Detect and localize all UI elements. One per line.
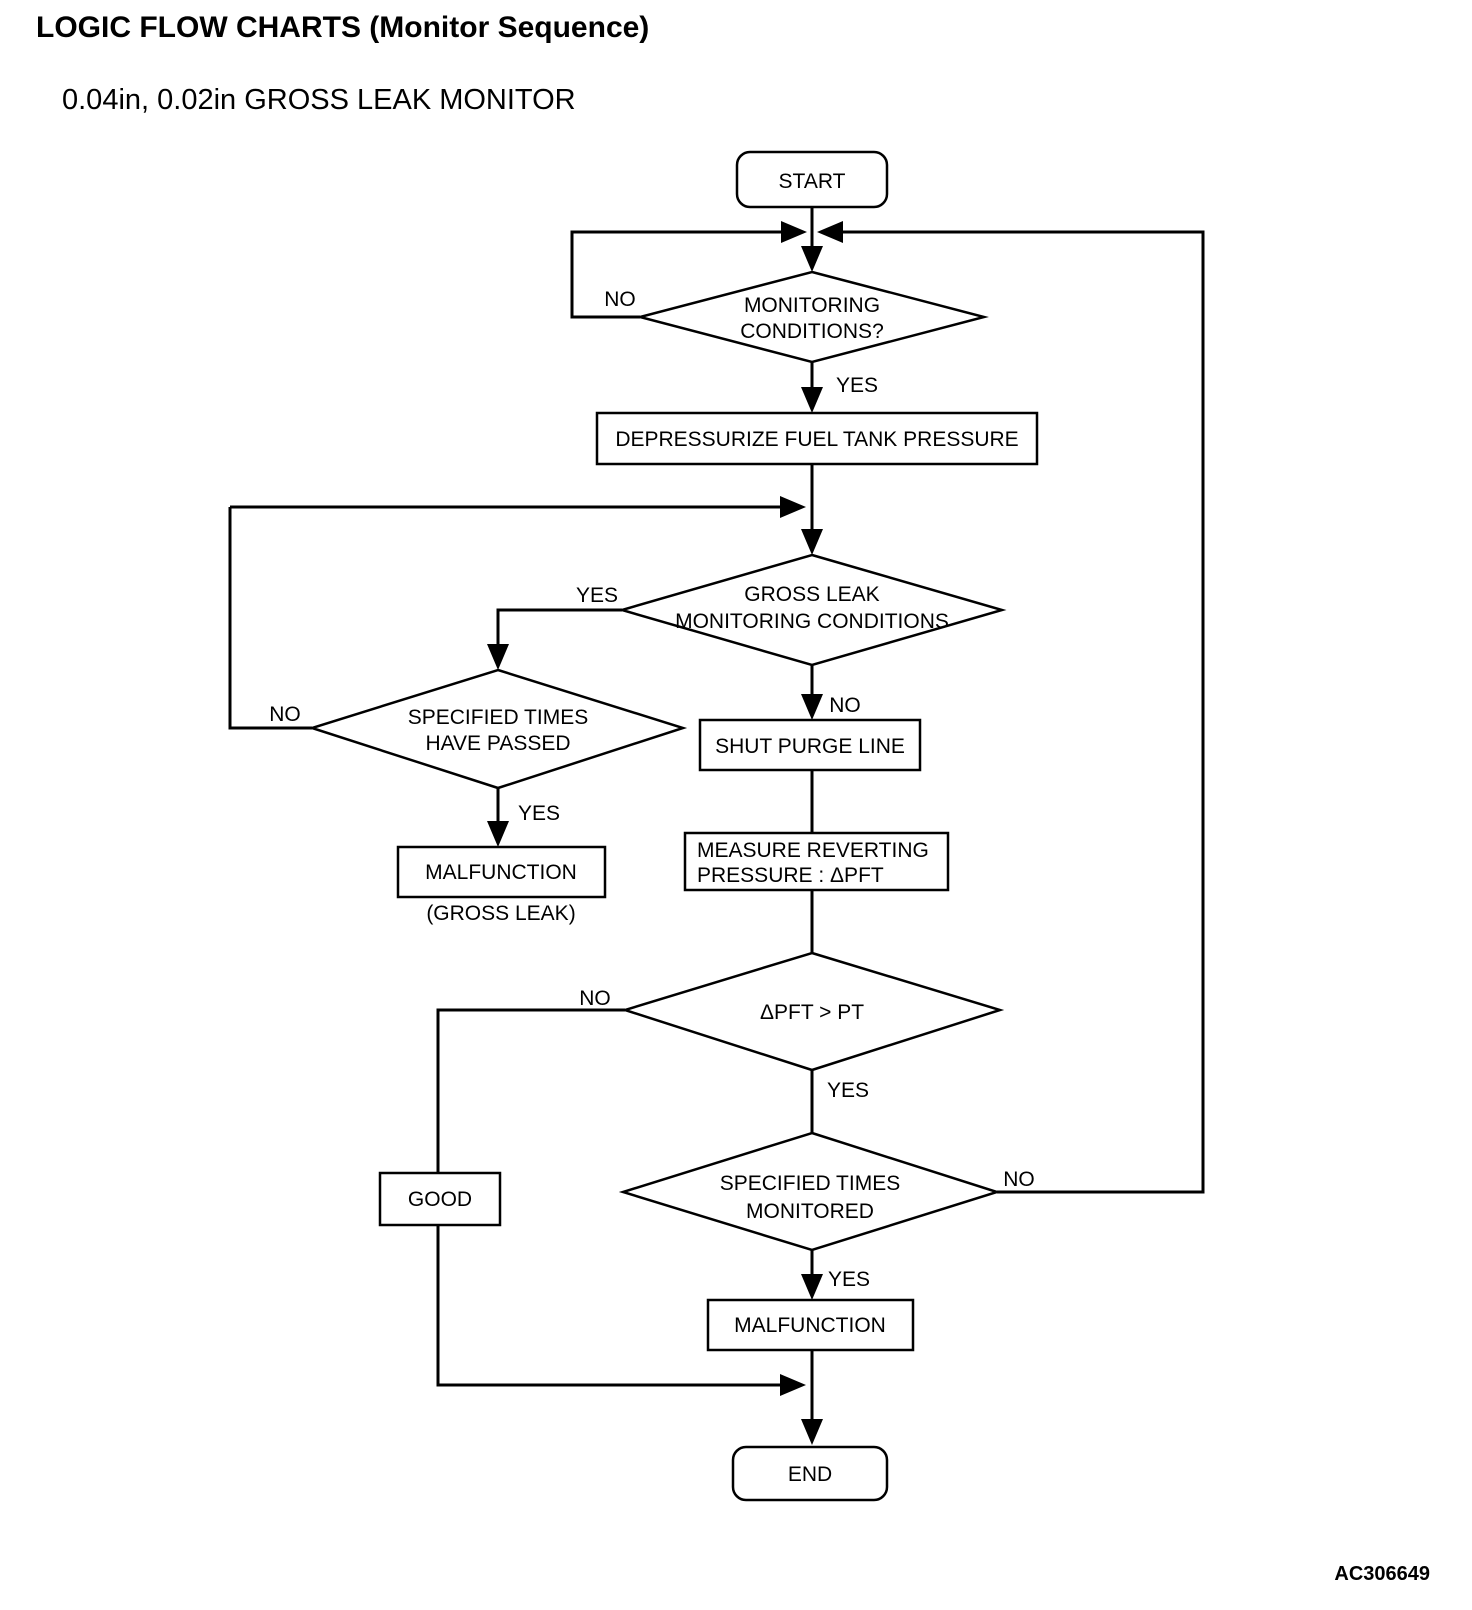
- gross-leak-conditions-line2: MONITORING CONDITIONS: [675, 610, 949, 633]
- edge-label-monitoring-no: NO: [604, 288, 636, 311]
- measure-reverting-pressure-line2: PRESSURE : ΔPFT: [697, 864, 884, 887]
- edge-label-dpft-yes: YES: [827, 1079, 869, 1102]
- delta-pft-gt-pt-label: ΔPFT > PT: [760, 1001, 864, 1024]
- specified-times-passed-line1: SPECIFIED TIMES: [408, 706, 588, 729]
- specified-times-monitored-line1: SPECIFIED TIMES: [720, 1172, 900, 1195]
- shut-purge-line-label: SHUT PURGE LINE: [715, 735, 905, 758]
- flow-edges: [228, 207, 1205, 1419]
- page-subtitle: 0.04in, 0.02in GROSS LEAK MONITOR: [62, 84, 576, 116]
- end-label: END: [788, 1463, 832, 1486]
- arrowhead-into-gross-leak-decision: [801, 529, 823, 555]
- node-shut-purge-line: SHUT PURGE LINE: [698, 718, 922, 772]
- malfunction-gross-leak-caption: (GROSS LEAK): [426, 902, 575, 925]
- edge-monitored-no-return: [843, 230, 1205, 1194]
- malfunction-gross-leak-shape: [396, 845, 607, 899]
- arrowhead-into-malfunction-gross-leak: [487, 821, 509, 847]
- edge-label-gross-leak-yes: YES: [576, 584, 618, 607]
- good-shape: [378, 1171, 502, 1227]
- edge-label-monitored-no: NO: [1003, 1168, 1035, 1191]
- node-depressurize: DEPRESSURIZE FUEL TANK PRESSURE: [595, 411, 1039, 466]
- good-label: GOOD: [408, 1188, 472, 1211]
- monitoring-conditions-line2: CONDITIONS?: [740, 320, 884, 343]
- edge-label-gross-leak-no: NO: [829, 694, 861, 717]
- measure-reverting-pressure-shape: [683, 831, 950, 892]
- specified-times-monitored-line2: MONITORED: [746, 1200, 874, 1223]
- edge-gross-leak-yes: [496, 608, 622, 644]
- arrowheads: [487, 221, 843, 1445]
- edge-labels: NO YES YES NO NO YES NO YES NO YES: [269, 288, 1035, 1291]
- node-delta-pft-gt-pt: ΔPFT > PT: [620, 951, 1005, 1072]
- arrowhead-into-malfunction: [801, 1274, 823, 1300]
- monitoring-conditions-line1: MONITORING: [744, 294, 880, 317]
- arrowhead-into-depressurize: [801, 387, 823, 413]
- start-terminator-shape: [735, 150, 889, 209]
- arrowhead-into-end: [801, 1419, 823, 1445]
- end-terminator-shape: [731, 1445, 889, 1502]
- specified-times-passed-line2: HAVE PASSED: [425, 732, 570, 755]
- node-specified-times-passed: SPECIFIED TIMES HAVE PASSED: [307, 668, 688, 790]
- edge-label-times-passed-no: NO: [269, 703, 301, 726]
- malfunction-gross-leak-label: MALFUNCTION: [425, 861, 577, 884]
- monitoring-conditions-diamond: [635, 270, 989, 364]
- arrowhead-rejoin-main-line: [780, 496, 806, 518]
- node-end: END: [731, 1445, 889, 1502]
- node-malfunction: MALFUNCTION: [706, 1298, 915, 1352]
- depressurize-process-shape: [595, 411, 1039, 466]
- gross-leak-conditions-diamond: [617, 553, 1007, 667]
- arrowhead-good-merge: [780, 1374, 806, 1396]
- edge-label-monitored-yes: YES: [828, 1268, 870, 1291]
- node-start: START: [735, 150, 889, 209]
- arrowhead-into-monitoring-decision: [801, 246, 823, 272]
- node-gross-leak-conditions: GROSS LEAK MONITORING CONDITIONS: [617, 553, 1007, 667]
- depressurize-label: DEPRESSURIZE FUEL TANK PRESSURE: [615, 428, 1018, 451]
- page-title: LOGIC FLOW CHARTS (Monitor Sequence): [36, 11, 649, 44]
- arrowhead-into-times-passed-decision: [487, 644, 509, 670]
- figure-code: AC306649: [1334, 1563, 1430, 1585]
- delta-pft-gt-pt-diamond: [620, 951, 1005, 1072]
- edge-times-passed-no-loop: [228, 507, 312, 730]
- arrowhead-junction-from-right: [817, 221, 843, 243]
- shut-purge-line-shape: [698, 718, 922, 772]
- edge-label-times-passed-yes: YES: [518, 802, 560, 825]
- arrowhead-junction-from-left: [781, 221, 807, 243]
- edge-label-monitoring-yes: YES: [836, 374, 878, 397]
- gross-leak-conditions-line1: GROSS LEAK: [744, 583, 879, 606]
- specified-times-passed-diamond: [307, 668, 688, 790]
- edge-label-dpft-no: NO: [579, 987, 611, 1010]
- edge-monitoring-no-loop: [570, 230, 781, 319]
- node-specified-times-monitored: SPECIFIED TIMES MONITORED: [618, 1131, 1002, 1252]
- node-good: GOOD: [378, 1171, 502, 1227]
- malfunction-label: MALFUNCTION: [734, 1314, 886, 1337]
- node-measure-reverting-pressure: MEASURE REVERTING PRESSURE : ΔPFT: [683, 831, 950, 892]
- measure-reverting-pressure-line1: MEASURE REVERTING: [697, 839, 929, 862]
- specified-times-monitored-diamond: [618, 1131, 1002, 1252]
- arrowhead-into-shut-purge: [801, 694, 823, 720]
- malfunction-shape: [706, 1298, 915, 1352]
- node-monitoring-conditions: MONITORING CONDITIONS?: [635, 270, 989, 364]
- node-malfunction-gross-leak: MALFUNCTION (GROSS LEAK): [396, 845, 607, 925]
- start-label: START: [779, 170, 846, 193]
